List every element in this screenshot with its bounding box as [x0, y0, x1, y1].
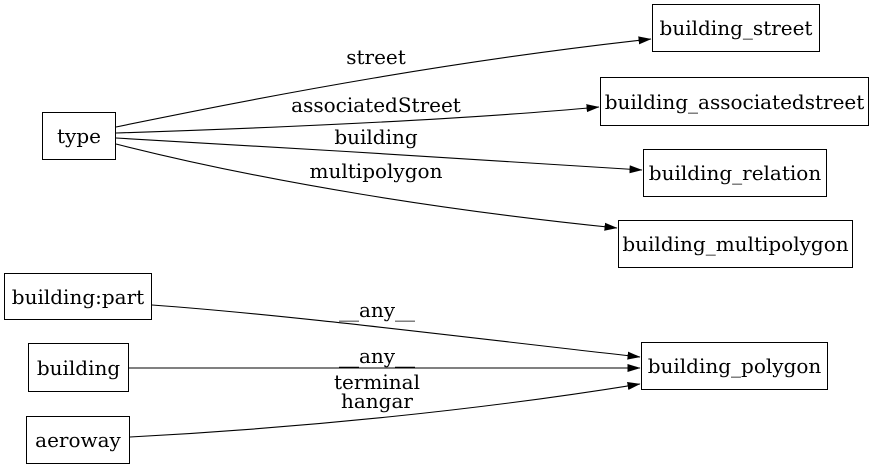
edge-label-type-to-building-associatedstreet: associatedStreet: [291, 93, 461, 117]
edge-label-building-part-to-building-polygon: __any__: [339, 298, 415, 322]
edge-building-part-to-building-polygon: [151, 304, 641, 360]
edge-type-to-building-associatedstreet: [115, 104, 600, 134]
edge-label-type-to-building-relation: building: [334, 125, 418, 149]
edge-type-to-building-relation: [115, 137, 643, 174]
edge-type-to-building-multipolygon: [115, 143, 618, 231]
edge-type-to-building-street: [115, 36, 652, 128]
edge-label-type-to-building-street: street: [346, 45, 406, 69]
edge-aeroway-to-building-polygon: [129, 382, 641, 438]
edge-label-type-to-building-multipolygon: multipolygon: [310, 159, 443, 183]
edge-label-building-to-building-polygon: __any__: [339, 344, 415, 368]
edges-group: street associatedStreet building multipolyg…: [115, 36, 652, 438]
